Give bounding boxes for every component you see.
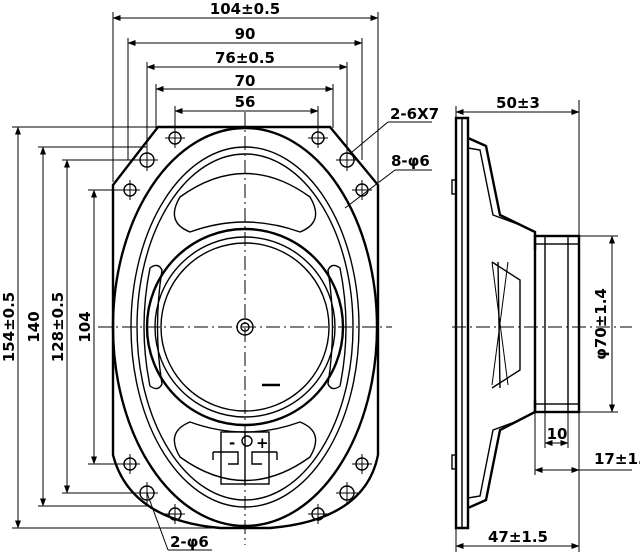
bottom-window <box>173 421 317 482</box>
side-view <box>451 116 632 530</box>
height-overall-label: 154±0.5 <box>0 292 18 362</box>
hole-callout-label: 8-φ6 <box>391 152 430 170</box>
width-70-label: 70 <box>235 72 256 90</box>
hole-bottom-right-mid <box>352 454 372 474</box>
width-90-label: 90 <box>235 25 256 43</box>
magnet-dia-label: φ70±1.4 <box>592 288 610 360</box>
basket-label: 47±1.5 <box>488 528 548 546</box>
front-view: - + <box>98 112 392 545</box>
bottom-hole-callout-label: 2-φ6 <box>170 533 209 551</box>
side-dimensions: 50±3 φ70±1.4 10 17±1.5 47±1.5 <box>455 94 640 552</box>
hole-bottom-right-inner <box>308 504 328 524</box>
terminal-plus: + <box>256 434 269 452</box>
slot-callout-label: 2-6X7 <box>390 105 439 123</box>
callouts: 2-6X7 8-φ6 2-φ6 <box>146 105 439 551</box>
width-76-label: 76±0.5 <box>215 49 275 67</box>
hole-bottom-left-inner <box>165 504 185 524</box>
magnet-len-label: 10 <box>547 425 568 443</box>
depth-label: 50±3 <box>496 94 540 112</box>
height-140-label: 140 <box>25 311 43 342</box>
hole-bottom-right-outer <box>336 482 358 504</box>
basket-upper <box>467 136 537 250</box>
width-overall-label: 104±0.5 <box>210 0 280 18</box>
front-frame-outline <box>111 125 380 530</box>
width-dimensions: 104±0.5 90 76±0.5 70 56 <box>112 0 379 182</box>
right-window <box>327 264 347 390</box>
flange-label: 17±1.5 <box>594 450 640 468</box>
side-flange <box>454 116 470 530</box>
height-128-label: 128±0.5 <box>49 292 67 362</box>
magnet-assembly <box>533 234 581 414</box>
hole-top-right-outer <box>336 149 358 171</box>
terminal-minus: - <box>229 434 235 452</box>
height-104-label: 104 <box>76 311 94 342</box>
basket-lower <box>467 400 537 510</box>
left-window <box>143 264 163 390</box>
height-dimensions: 154±0.5 140 128±0.5 104 <box>0 126 220 529</box>
width-56-label: 56 <box>235 93 256 111</box>
top-window <box>173 172 317 233</box>
